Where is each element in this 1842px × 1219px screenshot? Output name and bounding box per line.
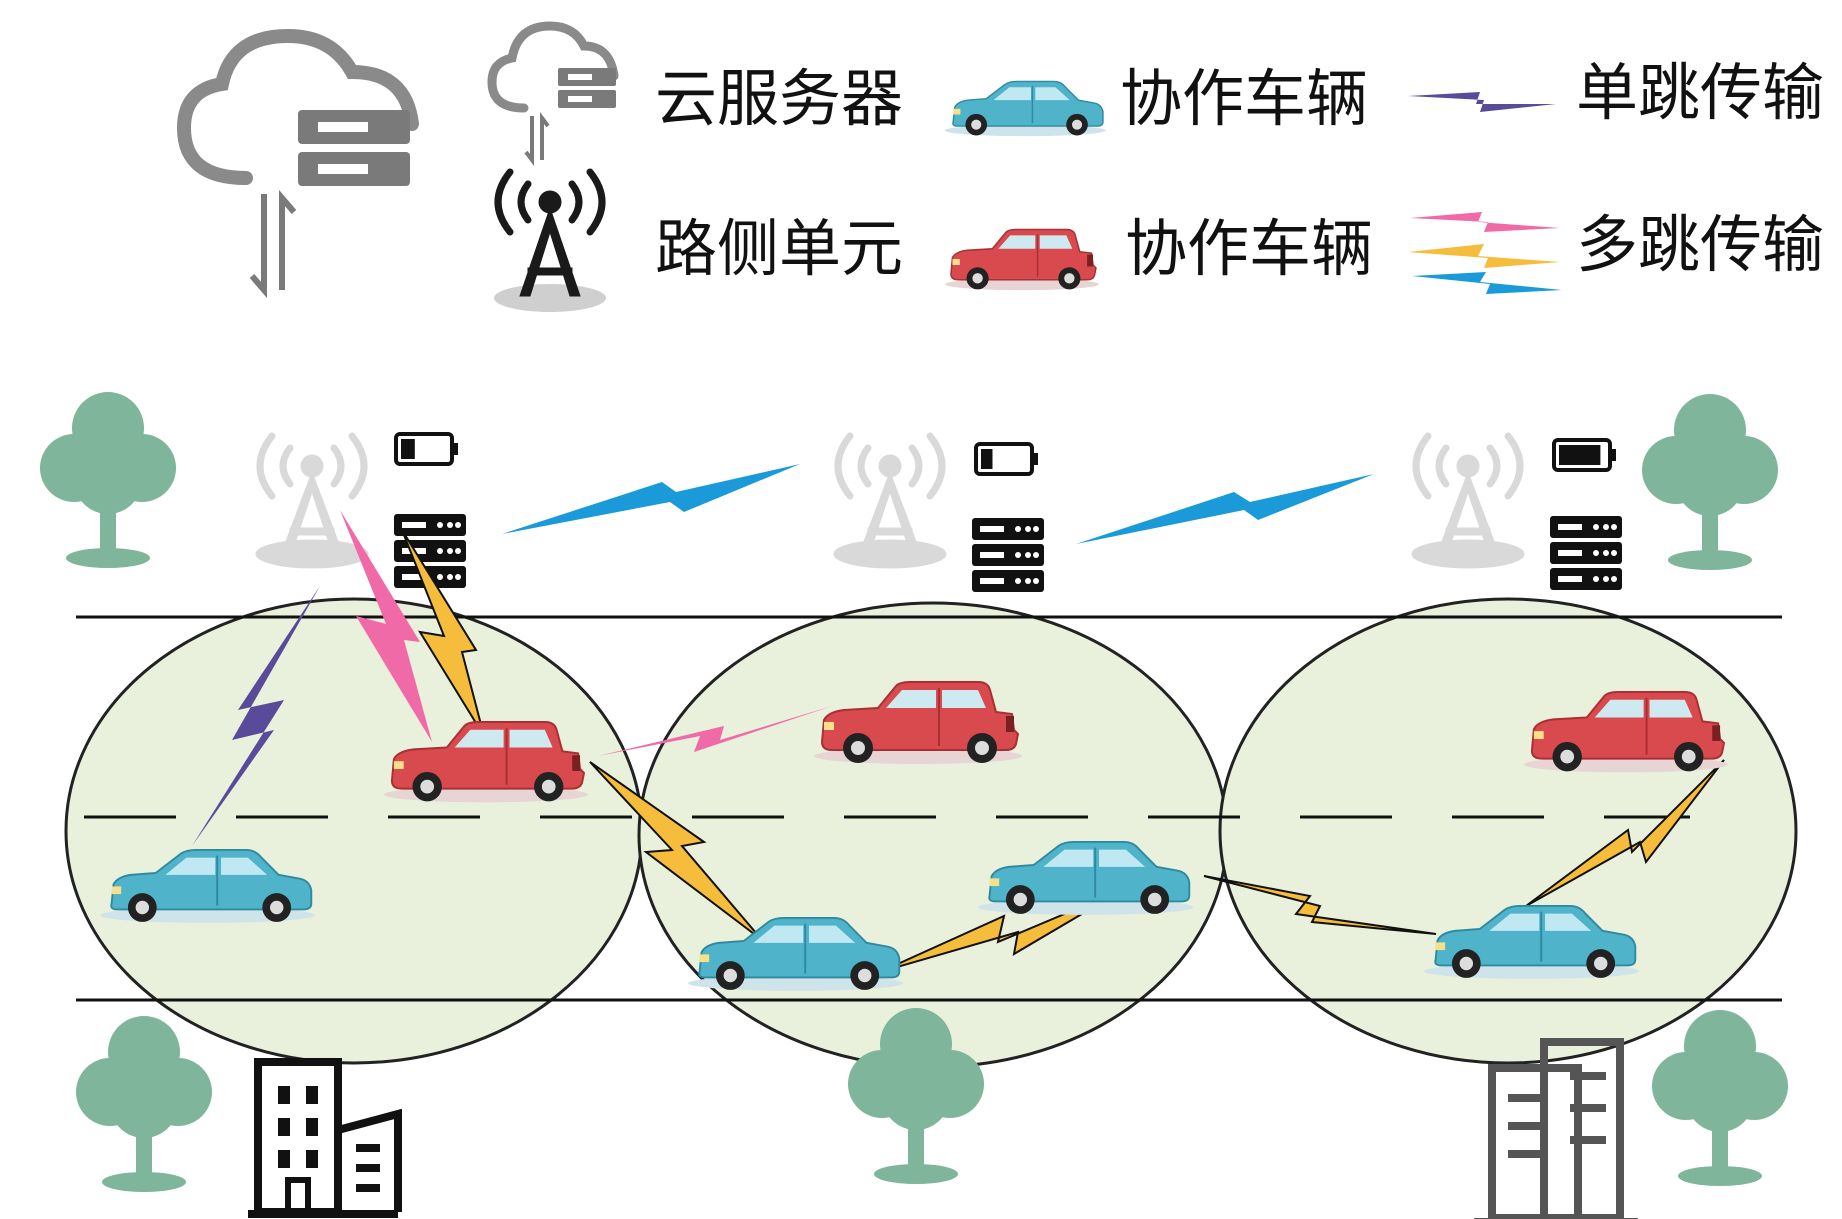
building-icon-1 (248, 1058, 402, 1218)
multi-hop-pink-icon (1410, 212, 1560, 232)
coverage-area-1 (64, 597, 644, 1065)
rsu-tower-icon-2 (834, 436, 946, 568)
multi-hop-link-pink-2 (598, 706, 832, 756)
rsu-link-blue-2 (1076, 474, 1374, 544)
rsu-tower-icon-3 (1412, 436, 1524, 568)
server-rack-icon-3 (1550, 516, 1622, 590)
coverage-area-2 (637, 601, 1229, 1069)
legend-red-car-icon (944, 228, 1100, 291)
tree-icon-2 (1642, 394, 1778, 570)
single-hop-icon (1408, 92, 1556, 112)
battery-icon-3 (1552, 438, 1616, 472)
multi-hop-yellow-icon (1408, 244, 1560, 268)
battery-icon-1 (394, 432, 458, 466)
legend-multi-hop-label: 多跳传输 (1576, 208, 1824, 281)
tree-icon-1 (40, 392, 176, 568)
legend-blue-vehicle-label: 协作车辆 (1120, 62, 1368, 135)
small-cloud-server-icon (487, 21, 619, 166)
legend-red-vehicle-label: 协作车辆 (1125, 212, 1373, 285)
legend: 云服务器 路侧单元 协作车辆 协作车辆 单跳传输 多跳传输 (176, 21, 1824, 312)
multi-hop-link-yellow-4 (1203, 875, 1437, 935)
tree-icon-3 (76, 1016, 212, 1192)
legend-cloud-server-label: 云服务器 (655, 62, 903, 135)
multi-hop-link-pink-1 (340, 510, 432, 742)
single-hop-link (192, 586, 320, 846)
cloud-server-icon (176, 28, 419, 299)
building-icon-2 (1474, 1038, 1638, 1219)
tree-icon-5 (1652, 1010, 1788, 1186)
battery-icon-2 (974, 442, 1038, 476)
multi-hop-link-yellow-5 (1525, 759, 1725, 907)
legend-single-hop-label: 单跳传输 (1576, 56, 1824, 129)
rsu-link-blue-1 (502, 464, 800, 534)
rsu-tower-icon-1 (256, 436, 368, 568)
road (76, 615, 1782, 1002)
legend-blue-car-icon (943, 80, 1107, 137)
multi-hop-blue-icon (1412, 272, 1562, 294)
legend-rsu-label: 路侧单元 (655, 212, 903, 285)
server-rack-icon-2 (972, 518, 1044, 592)
coverage-areas (64, 597, 1798, 1069)
rsu-tower-icon (494, 168, 606, 312)
coverage-area-3 (1218, 597, 1798, 1065)
